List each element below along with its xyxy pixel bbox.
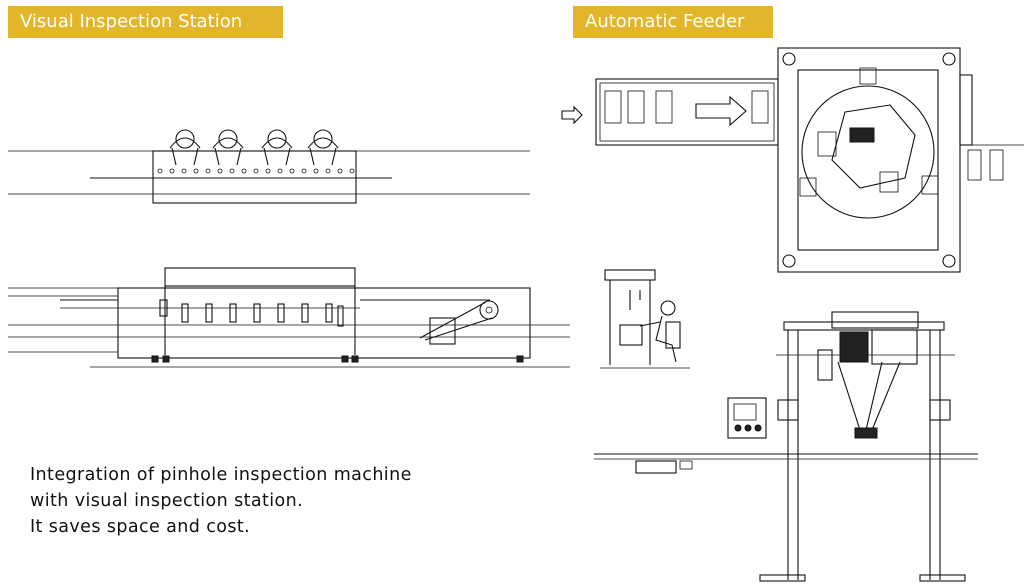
automatic-feeder-tag: Automatic Feeder [573, 6, 773, 38]
bottle-row-plan [157, 168, 355, 174]
caption-line-3: It saves space and cost. [30, 517, 251, 537]
operator-top-view-1 [169, 129, 201, 166]
caption-line-1: Integration of pinhole inspection machin… [30, 465, 412, 485]
description-caption: Integration of pinhole inspection machin… [30, 462, 412, 540]
bottle-row-feed [604, 90, 769, 124]
operator-station [600, 269, 690, 369]
feeder-elevation [594, 311, 978, 582]
arrow-right-icon [561, 105, 583, 125]
caption-line-2: with visual inspection station. [30, 491, 304, 511]
operator-top-view-4 [307, 129, 339, 166]
bottle-row-side [159, 299, 344, 327]
operator-top-view-2 [212, 129, 244, 166]
arrow-right-icon [695, 95, 747, 127]
feeder-plan-view [561, 47, 1024, 273]
inspection-side-elevation [8, 267, 570, 368]
visual-inspection-station-tag: Visual Inspection Station [8, 6, 283, 38]
inspection-plan-view [8, 129, 530, 204]
operator-top-view-3 [261, 129, 293, 166]
